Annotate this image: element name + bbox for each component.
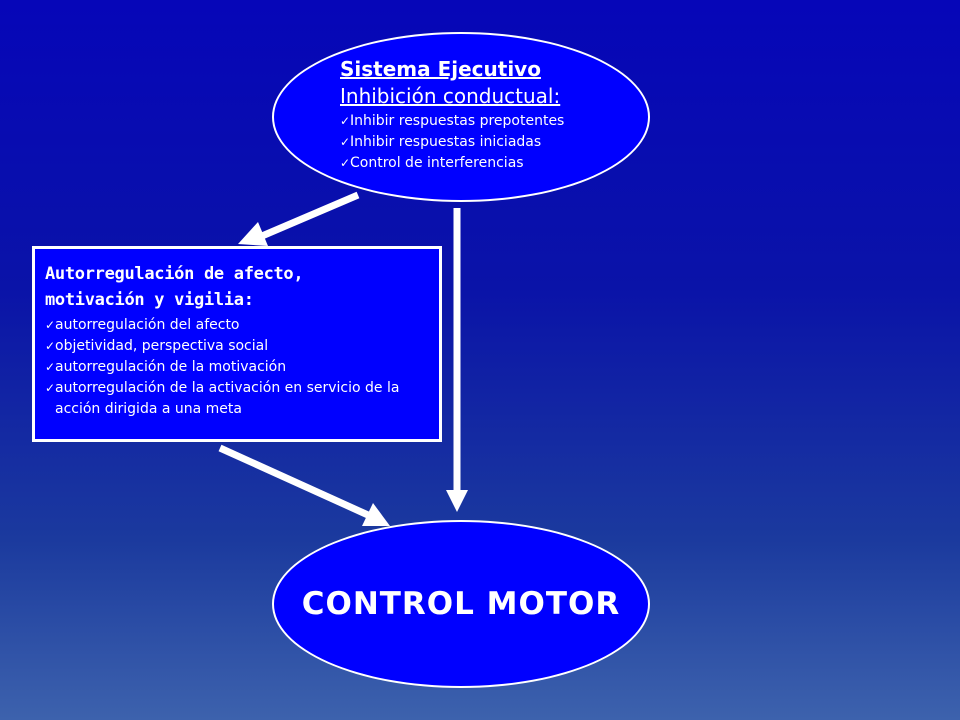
list-item: ✓Inhibir respuestas iniciadas <box>340 132 564 153</box>
selfregulation-title-line2: motivación y vigilia: <box>45 290 254 310</box>
list-item: ✓autorregulación del afecto <box>45 315 429 336</box>
executive-system-ellipse <box>272 32 650 202</box>
selfregulation-items-list: ✓autorregulación del afecto ✓objetividad… <box>45 315 429 420</box>
check-icon: ✓ <box>45 381 56 395</box>
list-item: ✓autorregulación de la motivación <box>45 357 429 378</box>
behavioral-inhibition-subtitle: Inhibición conductual: <box>340 84 561 108</box>
arrow-executive-to-motor <box>446 208 468 512</box>
check-icon: ✓ <box>340 156 351 170</box>
list-item: ✓Inhibir respuestas prepotentes <box>340 111 564 132</box>
selfregulation-title-line1: Autorregulación de afecto, <box>45 264 304 284</box>
arrow-executive-to-selfregulation <box>238 191 360 246</box>
check-icon: ✓ <box>45 339 56 353</box>
check-icon: ✓ <box>45 318 56 332</box>
selfregulation-box: Autorregulación de afecto, motivación y … <box>32 246 442 442</box>
executive-system-title: Sistema Ejecutivo <box>340 57 541 81</box>
list-item: ✓Control de interferencias <box>340 153 564 174</box>
list-item: ✓objetividad, perspectiva social <box>45 336 429 357</box>
check-icon: ✓ <box>340 114 351 128</box>
check-icon: ✓ <box>340 135 351 149</box>
list-item: ✓autorregulación de la activación en ser… <box>45 380 400 417</box>
arrow-selfregulation-to-motor <box>218 444 390 526</box>
motor-control-ellipse: CONTROL MOTOR <box>272 520 650 688</box>
check-icon: ✓ <box>45 360 56 374</box>
motor-control-label: CONTROL MOTOR <box>301 586 621 622</box>
executive-system-text: Sistema Ejecutivo Inhibición conductual:… <box>340 55 564 174</box>
executive-items-list: ✓Inhibir respuestas prepotentes ✓Inhibir… <box>340 111 564 174</box>
